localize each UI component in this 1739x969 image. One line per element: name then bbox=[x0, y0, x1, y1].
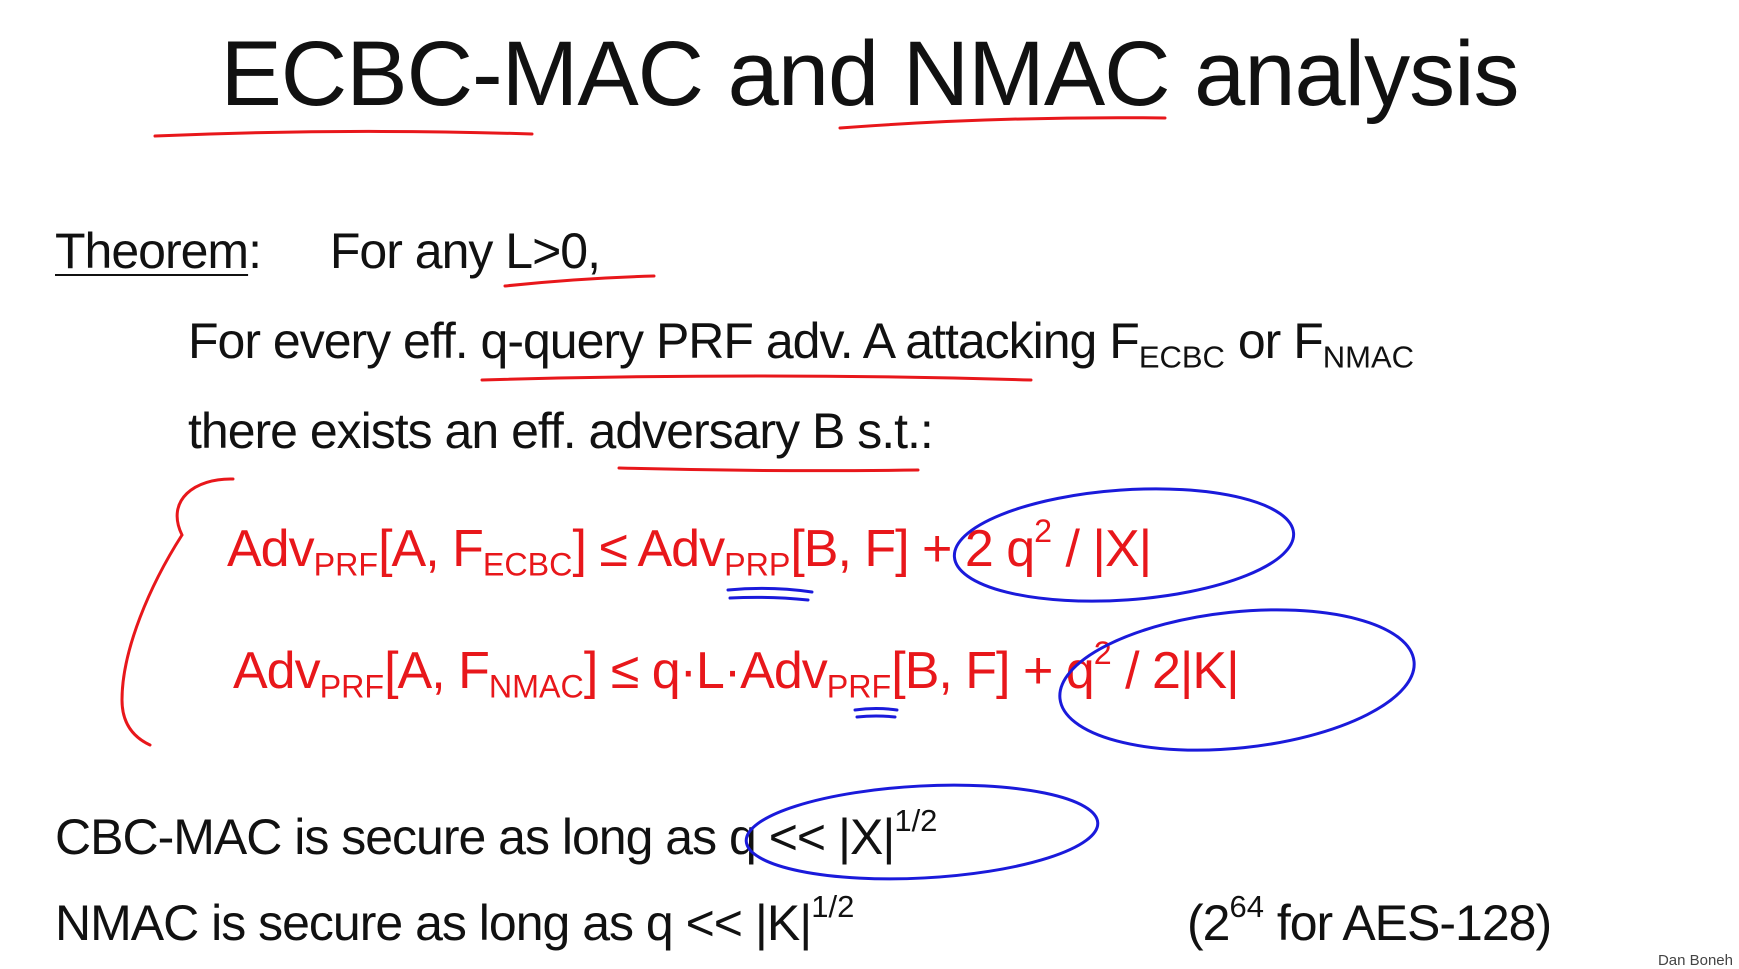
cbc-exp: 1/2 bbox=[894, 802, 938, 838]
f2-rest: ] ≤ q·L·Adv bbox=[583, 642, 828, 700]
f1-arg2: [B, F] + 2 q bbox=[790, 520, 1035, 578]
theorem-label: Theorem bbox=[55, 223, 249, 279]
theorem-line2: there exists an eff. adversary B s.t.: bbox=[188, 403, 934, 459]
f1-sub-ecbc: ECBC bbox=[482, 546, 573, 583]
underline-ecbc-mac bbox=[153, 129, 534, 138]
theorem-header: Theorem: For any L>0, bbox=[55, 223, 601, 279]
theorem-condition: For any L>0, bbox=[329, 223, 601, 279]
f1-sub-prp: PRP bbox=[724, 546, 791, 583]
brace bbox=[120, 477, 235, 747]
f2-adv: Adv bbox=[233, 642, 321, 700]
underline-q-query bbox=[480, 374, 1033, 382]
theorem-line1-text: For every eff. q-query PRF adv. A attack… bbox=[188, 313, 1140, 369]
formula-nmac: AdvPRF[A, FNMAC] ≤ q·L·AdvPRF[B, F] + q2… bbox=[233, 637, 1240, 705]
aes-note: (264 for AES-128) bbox=[1187, 891, 1552, 951]
f2-exp: 2 bbox=[1093, 634, 1112, 671]
nmac-conclusion: NMAC is secure as long as q << |K|1/2 bbox=[55, 891, 854, 951]
theorem-colon: : bbox=[248, 223, 262, 279]
cbc-conclusion: CBC-MAC is secure as long as q << |X|1/2 bbox=[55, 805, 937, 865]
sub-nmac: NMAC bbox=[1322, 339, 1415, 375]
aes-b: for AES-128) bbox=[1263, 895, 1552, 951]
f1-tail: / |X| bbox=[1052, 520, 1153, 578]
f2-arg1: [A, F bbox=[384, 642, 490, 700]
f2-sub-prf2: PRF bbox=[826, 668, 892, 705]
f1-sub-prf: PRF bbox=[313, 546, 379, 583]
aes-exp: 64 bbox=[1229, 888, 1264, 924]
underline-prf bbox=[853, 707, 899, 719]
slide-title: ECBC-MAC and NMAC analysis bbox=[220, 23, 1519, 125]
underline-prp bbox=[726, 586, 814, 602]
sub-ecbc: ECBC bbox=[1138, 339, 1225, 375]
f1-adv: Adv bbox=[227, 520, 315, 578]
theorem-line1-or: or F bbox=[1224, 313, 1324, 369]
f2-arg2: [B, F] + q bbox=[891, 642, 1094, 700]
nmac-text: NMAC is secure as long as q << |K| bbox=[55, 895, 812, 951]
f2-sub-nmac: NMAC bbox=[488, 668, 584, 705]
cbc-text: CBC-MAC is secure as long as q << |X| bbox=[55, 809, 895, 865]
aes-a: (2 bbox=[1187, 895, 1230, 951]
author-credit: Dan Boneh bbox=[1657, 952, 1733, 969]
theorem-line1: For every eff. q-query PRF adv. A attack… bbox=[188, 316, 1414, 372]
nmac-exp: 1/2 bbox=[811, 888, 855, 924]
f1-rest: ] ≤ Adv bbox=[572, 520, 725, 578]
f1-exp: 2 bbox=[1034, 512, 1053, 549]
underline-adversary bbox=[617, 466, 920, 473]
f2-tail: / 2|K| bbox=[1111, 642, 1240, 700]
f2-sub-prf: PRF bbox=[319, 668, 385, 705]
formula-ecbc: AdvPRF[A, FECBC] ≤ AdvPRP[B, F] + 2 q2 /… bbox=[227, 515, 1153, 583]
f1-arg1: [A, F bbox=[378, 520, 484, 578]
